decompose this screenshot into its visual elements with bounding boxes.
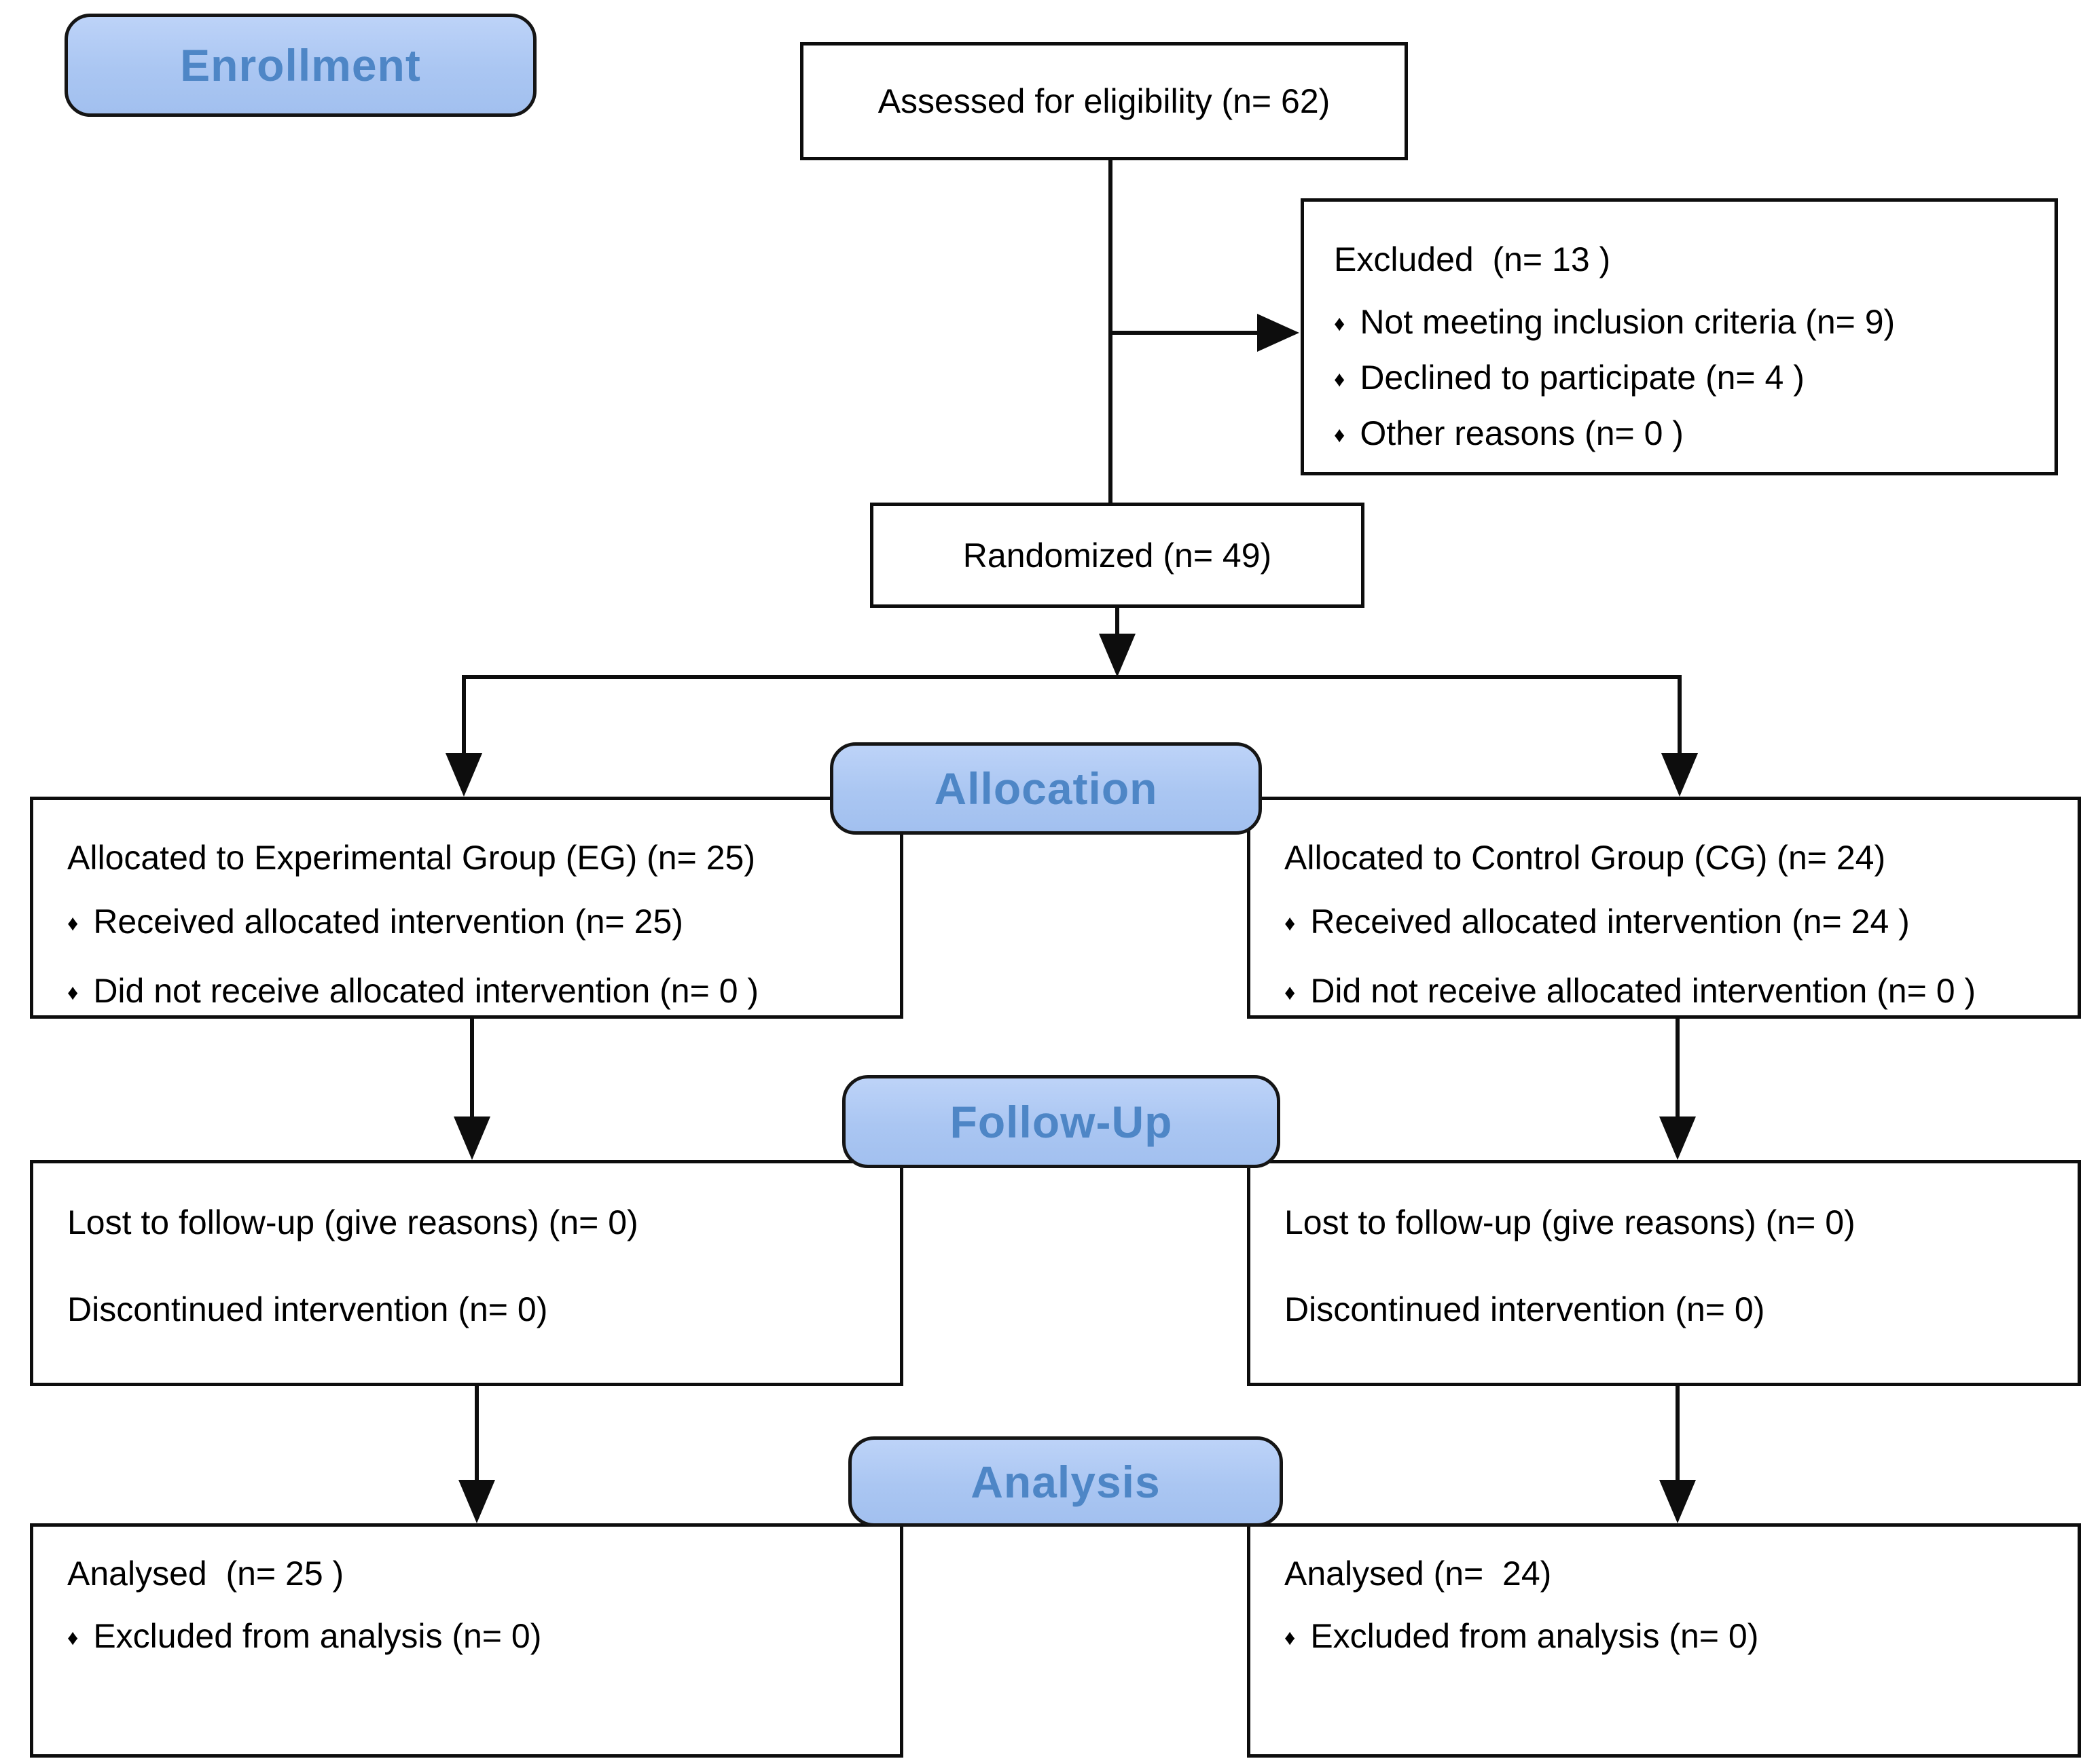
- allocation-cg-item-text: Received allocated intervention (n= 24 ): [1310, 903, 1910, 941]
- analysis-cg-item-text: Excluded from analysis (n= 0): [1310, 1617, 1759, 1655]
- allocation-cg-title: Allocated to Control Group (CG) (n= 24): [1284, 839, 1886, 877]
- bullet-diamond-icon: ♦: [1334, 311, 1345, 335]
- allocation-eg-item: ♦ Received allocated intervention (n= 25…: [67, 902, 883, 941]
- followup-cg-line: Lost to follow-up (give reasons) (n= 0): [1284, 1203, 1855, 1241]
- followup-eg-line: Lost to follow-up (give reasons) (n= 0): [67, 1203, 638, 1241]
- arrowhead-analysis-right: [1659, 1480, 1696, 1523]
- excluded-item-text: Not meeting inclusion criteria (n= 9): [1360, 303, 1896, 341]
- analysis-cg-title: Analysed (n= 24): [1284, 1555, 1552, 1593]
- analysis-eg-title: Analysed (n= 25 ): [67, 1555, 344, 1593]
- arrowhead-fu-right: [1659, 1116, 1696, 1160]
- allocation-cg-item: ♦ Did not receive allocated intervention…: [1284, 971, 2061, 1011]
- box-randomized-text: Randomized (n= 49): [962, 536, 1272, 575]
- analysis-cg-item: ♦ Excluded from analysis (n= 0): [1284, 1616, 2061, 1656]
- box-analysis-control: Analysed (n= 24) ♦ Excluded from analysi…: [1247, 1523, 2081, 1758]
- stage-label-followup: Follow-Up: [842, 1075, 1280, 1168]
- arrowhead-excluded: [1257, 314, 1299, 352]
- box-assessed-text: Assessed for eligibility (n= 62): [877, 82, 1330, 120]
- bullet-diamond-icon: ♦: [1284, 980, 1296, 1004]
- allocation-eg-item-text: Received allocated intervention (n= 25): [93, 903, 683, 941]
- bullet-diamond-icon: ♦: [1334, 367, 1345, 391]
- allocation-cg-item: ♦ Received allocated intervention (n= 24…: [1284, 902, 2061, 941]
- stage-label-analysis: Analysis: [848, 1436, 1283, 1527]
- analysis-eg-item: ♦ Excluded from analysis (n= 0): [67, 1616, 883, 1656]
- excluded-item: ♦ Other reasons (n= 0 ): [1334, 414, 2034, 453]
- box-assessed: Assessed for eligibility (n= 62): [800, 42, 1408, 160]
- analysis-eg-item-text: Excluded from analysis (n= 0): [93, 1617, 542, 1655]
- allocation-eg-title: Allocated to Experimental Group (EG) (n=…: [67, 839, 755, 877]
- box-randomized: Randomized (n= 49): [870, 503, 1364, 608]
- allocation-eg-item-text: Did not receive allocated intervention (…: [93, 972, 759, 1010]
- bullet-diamond-icon: ♦: [67, 980, 79, 1004]
- excluded-item: ♦ Declined to participate (n= 4 ): [1334, 358, 2034, 397]
- allocation-eg-item: ♦ Did not receive allocated intervention…: [67, 971, 883, 1011]
- stage-label-enrollment: Enrollment: [65, 14, 537, 117]
- arrowhead-allocation-left: [446, 753, 482, 797]
- box-followup-experimental: Lost to follow-up (give reasons) (n= 0) …: [30, 1160, 903, 1386]
- bullet-diamond-icon: ♦: [67, 911, 79, 935]
- arrowhead-branch: [1099, 634, 1136, 677]
- bullet-diamond-icon: ♦: [1284, 1625, 1296, 1650]
- box-followup-control: Lost to follow-up (give reasons) (n= 0) …: [1247, 1160, 2081, 1386]
- box-excluded: Excluded (n= 13 ) ♦ Not meeting inclusio…: [1301, 198, 2058, 475]
- arrowhead-fu-left: [454, 1116, 490, 1160]
- box-allocation-experimental: Allocated to Experimental Group (EG) (n=…: [30, 797, 903, 1019]
- excluded-item-text: Declined to participate (n= 4 ): [1360, 359, 1805, 397]
- followup-cg-line: Discontinued intervention (n= 0): [1284, 1290, 1765, 1328]
- bullet-diamond-icon: ♦: [1334, 422, 1345, 447]
- arrowhead-allocation-right: [1661, 753, 1698, 797]
- followup-eg-line: Discontinued intervention (n= 0): [67, 1290, 548, 1328]
- excluded-item: ♦ Not meeting inclusion criteria (n= 9): [1334, 302, 2034, 342]
- excluded-item-text: Other reasons (n= 0 ): [1360, 414, 1684, 452]
- stage-label-allocation: Allocation: [830, 742, 1262, 835]
- bullet-diamond-icon: ♦: [1284, 911, 1296, 935]
- box-allocation-control: Allocated to Control Group (CG) (n= 24) …: [1247, 797, 2081, 1019]
- bullet-diamond-icon: ♦: [67, 1625, 79, 1650]
- arrowhead-analysis-left: [458, 1480, 495, 1523]
- excluded-title: Excluded (n= 13 ): [1334, 240, 1611, 278]
- box-analysis-experimental: Analysed (n= 25 ) ♦ Excluded from analys…: [30, 1523, 903, 1758]
- allocation-cg-item-text: Did not receive allocated intervention (…: [1310, 972, 1976, 1010]
